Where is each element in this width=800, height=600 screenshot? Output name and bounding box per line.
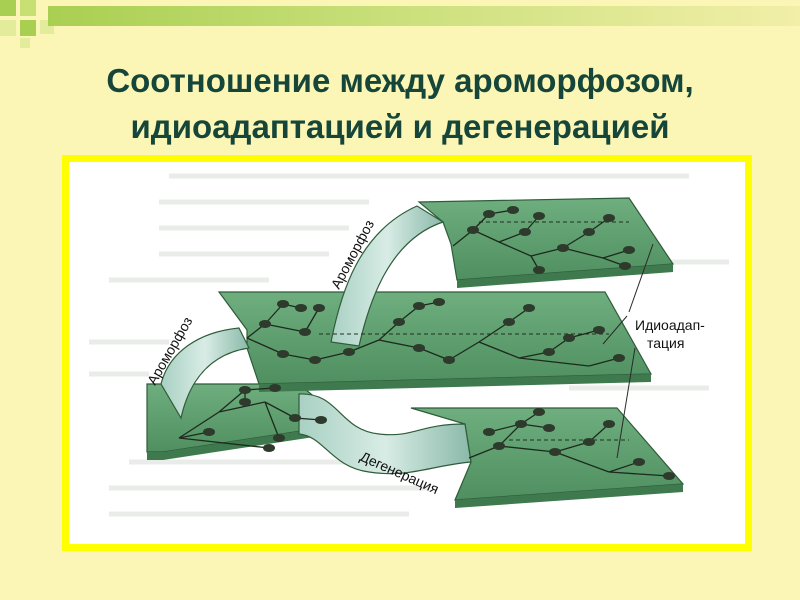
label-idioadaptation-line1: Идиоадап- xyxy=(635,317,705,333)
branch-node xyxy=(563,334,575,342)
branch-node xyxy=(443,356,455,364)
slide-title: Соотношение между ароморфозом, идиоадапт… xyxy=(0,58,800,150)
branch-node xyxy=(603,420,615,428)
branch-node xyxy=(277,300,289,308)
branch-node xyxy=(603,214,615,222)
branch-node xyxy=(583,228,595,236)
branch-node xyxy=(413,302,425,310)
branch-node xyxy=(277,350,289,358)
branch-node xyxy=(533,408,545,416)
branch-node xyxy=(623,246,635,254)
branch-node xyxy=(493,442,505,450)
branch-node xyxy=(467,226,479,234)
branch-node xyxy=(507,206,519,214)
branch-node xyxy=(533,212,545,220)
branch-node xyxy=(523,304,535,312)
branch-node xyxy=(269,384,281,392)
branch-node xyxy=(543,348,555,356)
branch-node xyxy=(433,298,445,306)
branch-node xyxy=(613,354,625,362)
branch-node xyxy=(593,326,605,334)
branch-node xyxy=(549,448,561,456)
top-accent-bar xyxy=(48,6,800,26)
branch-node xyxy=(295,304,307,312)
branch-node xyxy=(663,472,675,480)
branch-node xyxy=(583,438,595,446)
evolution-diagram: Ароморфоз Ароморфоз Идиоадап- тация Деге… xyxy=(69,162,745,544)
title-line-1: Соотношение между ароморфозом, xyxy=(106,62,693,99)
label-idioadaptation-line2: тация xyxy=(647,335,684,351)
branch-node xyxy=(299,328,311,336)
branch-node xyxy=(533,266,545,274)
title-line-2: идиоадаптацией и дегенерацией xyxy=(130,108,669,145)
branch-node xyxy=(483,210,495,218)
branch-node xyxy=(313,304,325,312)
branch-node xyxy=(503,318,515,326)
branch-node xyxy=(483,428,495,436)
branch-node xyxy=(393,318,405,326)
branch-node xyxy=(309,356,321,364)
branch-node xyxy=(315,416,327,424)
branch-node xyxy=(259,320,271,328)
diagram-frame: Ароморфоз Ароморфоз Идиоадап- тация Деге… xyxy=(62,155,752,551)
branch-node xyxy=(413,344,425,352)
branch-node xyxy=(273,434,285,442)
branch-node xyxy=(543,424,555,432)
branch-node xyxy=(239,386,251,394)
branch-node xyxy=(239,398,251,406)
branch-node xyxy=(343,348,355,356)
branch-node xyxy=(633,458,645,466)
branch-node xyxy=(263,444,275,452)
branch-node xyxy=(289,414,301,422)
branch-node xyxy=(619,262,631,270)
branch-node xyxy=(515,420,527,428)
branch-node xyxy=(519,228,531,236)
branch-node xyxy=(203,428,215,436)
branch-node xyxy=(557,244,569,252)
